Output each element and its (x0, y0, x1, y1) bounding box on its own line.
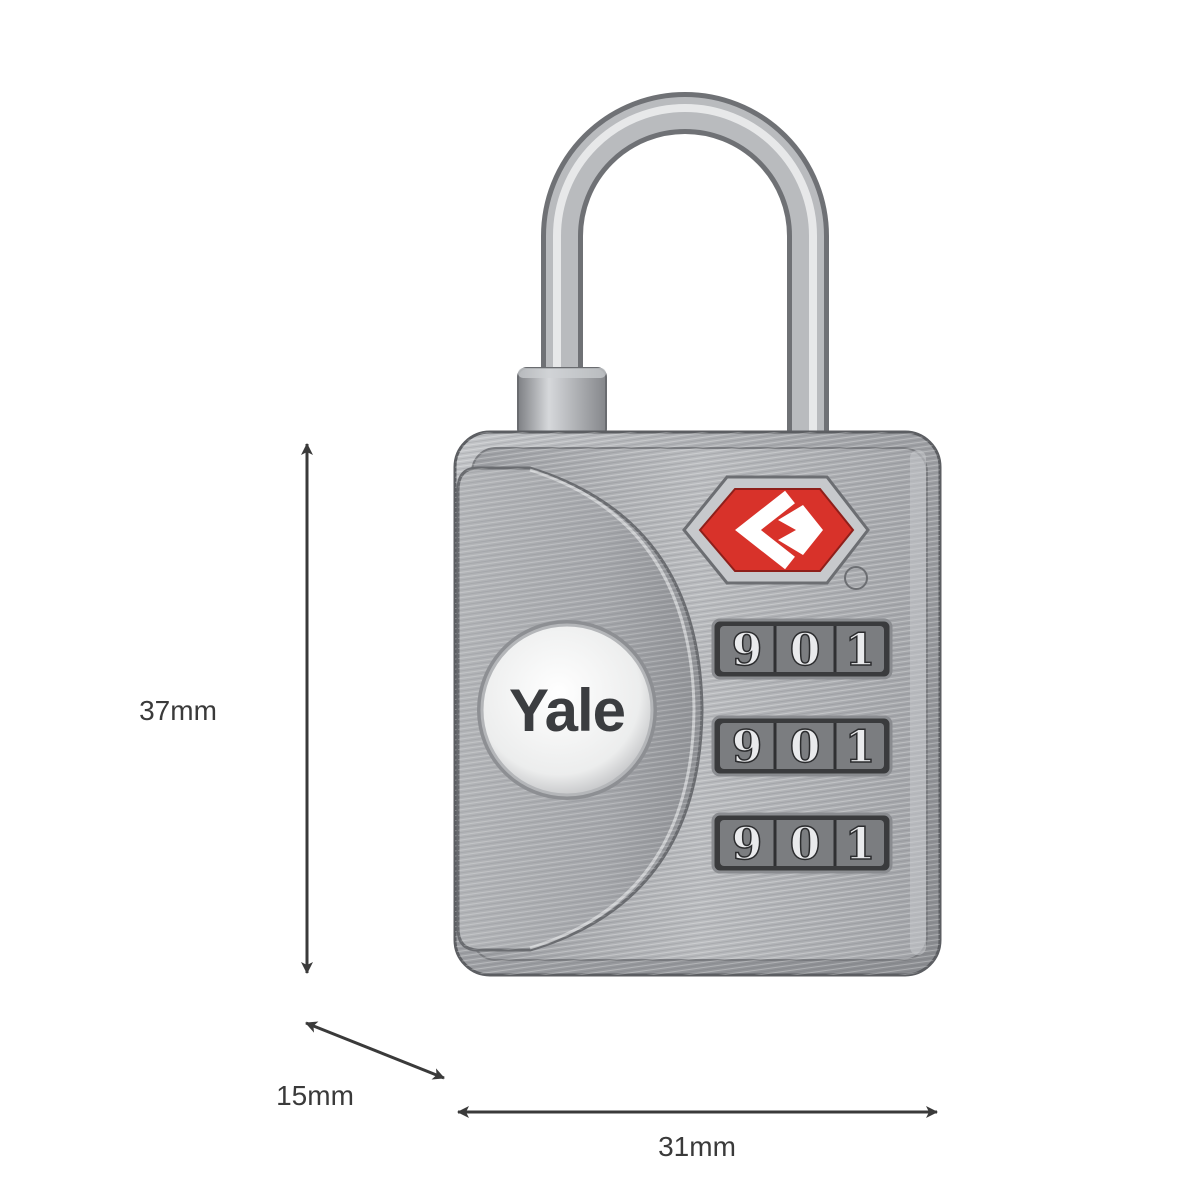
dial-2-digit-right: 1 (845, 722, 876, 773)
dial-3-digit-center: 0 (790, 819, 821, 870)
width-dimension: 31mm (457, 1106, 938, 1162)
brand-logo-text: Yale (509, 677, 625, 744)
dial-1-digit-center: 0 (790, 625, 821, 676)
shackle (541, 92, 829, 445)
dial-1-digit-right: 1 (845, 625, 876, 676)
shackle-collar (517, 367, 607, 439)
width-label: 31mm (658, 1131, 736, 1162)
dial-2-digit-left: 9 (732, 722, 763, 773)
dial-3-digit-left: 9 (732, 819, 763, 870)
brand-badge: Yale (477, 620, 657, 800)
dial-1-digit-left: 9 (732, 625, 763, 676)
registered-mark-icon (844, 566, 868, 590)
depth-label: 15mm (276, 1080, 354, 1111)
dial-3-digit-right: 1 (845, 819, 876, 870)
combination-dial-row-1[interactable]: 9 0 1 (711, 618, 893, 680)
combination-dial-row-2[interactable]: 9 0 1 (711, 715, 893, 777)
combination-dial-row-3[interactable]: 9 0 1 (711, 812, 893, 874)
height-dimension: 37mm (139, 443, 313, 974)
height-label: 37mm (139, 695, 217, 726)
depth-dimension: 15mm (276, 1021, 445, 1111)
depth-arrow (305, 1021, 445, 1080)
tsa-diamond-icon (682, 475, 870, 590)
dial-2-digit-center: 0 (790, 722, 821, 773)
